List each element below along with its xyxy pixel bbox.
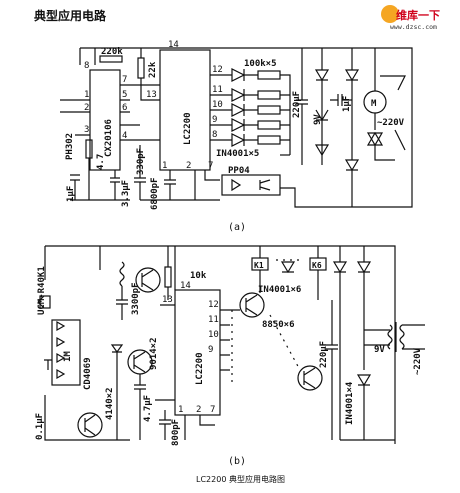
diagram-a xyxy=(60,47,413,208)
resistor-10k xyxy=(164,266,172,288)
label-c1uf-b: 1μF xyxy=(342,96,352,112)
label-cx20106: CX20106 xyxy=(104,119,114,157)
pin-b-9: 9 xyxy=(212,115,217,125)
label-t9014: 9014×2 xyxy=(149,337,159,370)
resistor-4-7 xyxy=(85,139,93,159)
ic-cx20106 xyxy=(89,69,121,171)
pin-a-3: 3 xyxy=(84,125,89,135)
label-lc2200-a: LC2200 xyxy=(183,112,193,145)
label-mic: UCM-R40K1 xyxy=(37,266,47,315)
label-r10k: 10k xyxy=(190,271,207,281)
label-9v-a: 9V xyxy=(313,114,323,125)
label-ph302: PH302 xyxy=(65,133,75,160)
pin-b-2: 2 xyxy=(186,161,191,171)
resistor-22k xyxy=(137,57,145,79)
label-r1m: 1M xyxy=(63,351,73,362)
label-c220uf-b: 220μF xyxy=(319,341,329,368)
label-diodes-a: IN4001×5 xyxy=(216,149,259,159)
page-title: 典型应用电路 xyxy=(34,8,107,23)
pin-c-11: 11 xyxy=(208,315,219,325)
resistor-220k xyxy=(99,55,123,63)
pin-c-12: 12 xyxy=(208,300,219,310)
optocoupler-pp04 xyxy=(221,174,281,196)
ic-lc2200-b xyxy=(174,289,221,416)
pin-c-10: 10 xyxy=(208,330,219,340)
label-mains-b: ~220V xyxy=(413,347,423,375)
watermark: 维库一下 www.dzsc.com xyxy=(378,1,458,31)
label-k1: K1 xyxy=(254,261,264,270)
pin-b-1: 1 xyxy=(162,161,167,171)
label-c330pf: 330pF xyxy=(136,148,146,175)
diagram-b-labels: UCM-R40K1 CD4069 LC2200 3300pF 9014×2 10… xyxy=(35,261,423,467)
label-r22k: 22k xyxy=(148,61,158,78)
figure-footer: LC2200 典型应用电路图 xyxy=(196,474,285,484)
label-r47: 4.7 xyxy=(96,154,106,170)
diagram-b xyxy=(37,245,425,444)
pin-c-2: 2 xyxy=(196,405,201,415)
watermark-site-cn: 维库一下 xyxy=(396,8,440,22)
label-t4140: 4140×2 xyxy=(105,387,115,420)
pin-c-14: 14 xyxy=(180,281,191,291)
microphone-ucm-r40k1 xyxy=(39,295,51,309)
label-t8850: 8850×6 xyxy=(262,320,295,330)
pin-a-5: 5 xyxy=(122,90,127,100)
label-c01uf: 0.1μF xyxy=(35,413,45,440)
watermark-url: www.dzsc.com xyxy=(390,23,437,31)
label-motor: M xyxy=(371,99,377,109)
label-diodes-b1: IN4001×6 xyxy=(258,285,301,295)
pin-a-2: 2 xyxy=(84,103,89,113)
pin-b-8: 8 xyxy=(212,130,217,140)
label-pp04: PP04 xyxy=(228,166,250,176)
pin-b-14: 14 xyxy=(168,40,179,50)
pin-b-12: 12 xyxy=(212,65,223,75)
pin-c-13: 13 xyxy=(162,295,173,305)
label-diodes-b2: IN4001×4 xyxy=(345,381,355,425)
label-k6: K6 xyxy=(312,261,322,270)
label-c33uf: 3.3μF xyxy=(121,180,131,207)
caption-b: (b) xyxy=(228,456,246,467)
pin-a-1: 1 xyxy=(84,90,89,100)
label-cd4069: CD4069 xyxy=(83,357,93,390)
pin-b-11: 11 xyxy=(212,85,223,95)
label-r220k: 220k xyxy=(101,47,123,57)
label-c6800pf: 6800pF xyxy=(150,177,160,210)
pin-c-7: 7 xyxy=(210,405,215,415)
diagram-a-labels: CX20106 LC2200 PH302 PP04 220k 22k 100k×… xyxy=(65,40,405,233)
pin-b-13: 13 xyxy=(146,90,157,100)
logo-circle-icon xyxy=(381,5,399,23)
ic-cd4069 xyxy=(51,319,81,386)
label-c47uf: 4.7μF xyxy=(143,395,153,422)
label-c800pf: 800pF xyxy=(171,419,181,446)
label-9v-b: 9V xyxy=(374,345,385,355)
ic-lc2200-a xyxy=(159,49,211,171)
pin-a-4: 4 xyxy=(122,131,127,141)
label-c3300pf: 3300pF xyxy=(131,282,141,315)
label-c1uf-a: 1μF xyxy=(66,186,76,202)
pin-b-7: 7 xyxy=(208,161,213,171)
label-c220uf-a: 220μF xyxy=(292,91,302,118)
label-mains-a: ~220V xyxy=(377,118,405,128)
caption-a: (a) xyxy=(228,222,246,233)
pin-a-8: 8 xyxy=(84,61,89,71)
pin-c-1: 1 xyxy=(178,405,183,415)
pin-c-9: 9 xyxy=(208,345,213,355)
label-r100k: 100k×5 xyxy=(244,59,277,69)
label-lc2200-b: LC2200 xyxy=(195,352,205,385)
pin-a-6: 6 xyxy=(122,103,127,113)
pin-b-10: 10 xyxy=(212,100,223,110)
pin-a-7: 7 xyxy=(122,75,127,85)
